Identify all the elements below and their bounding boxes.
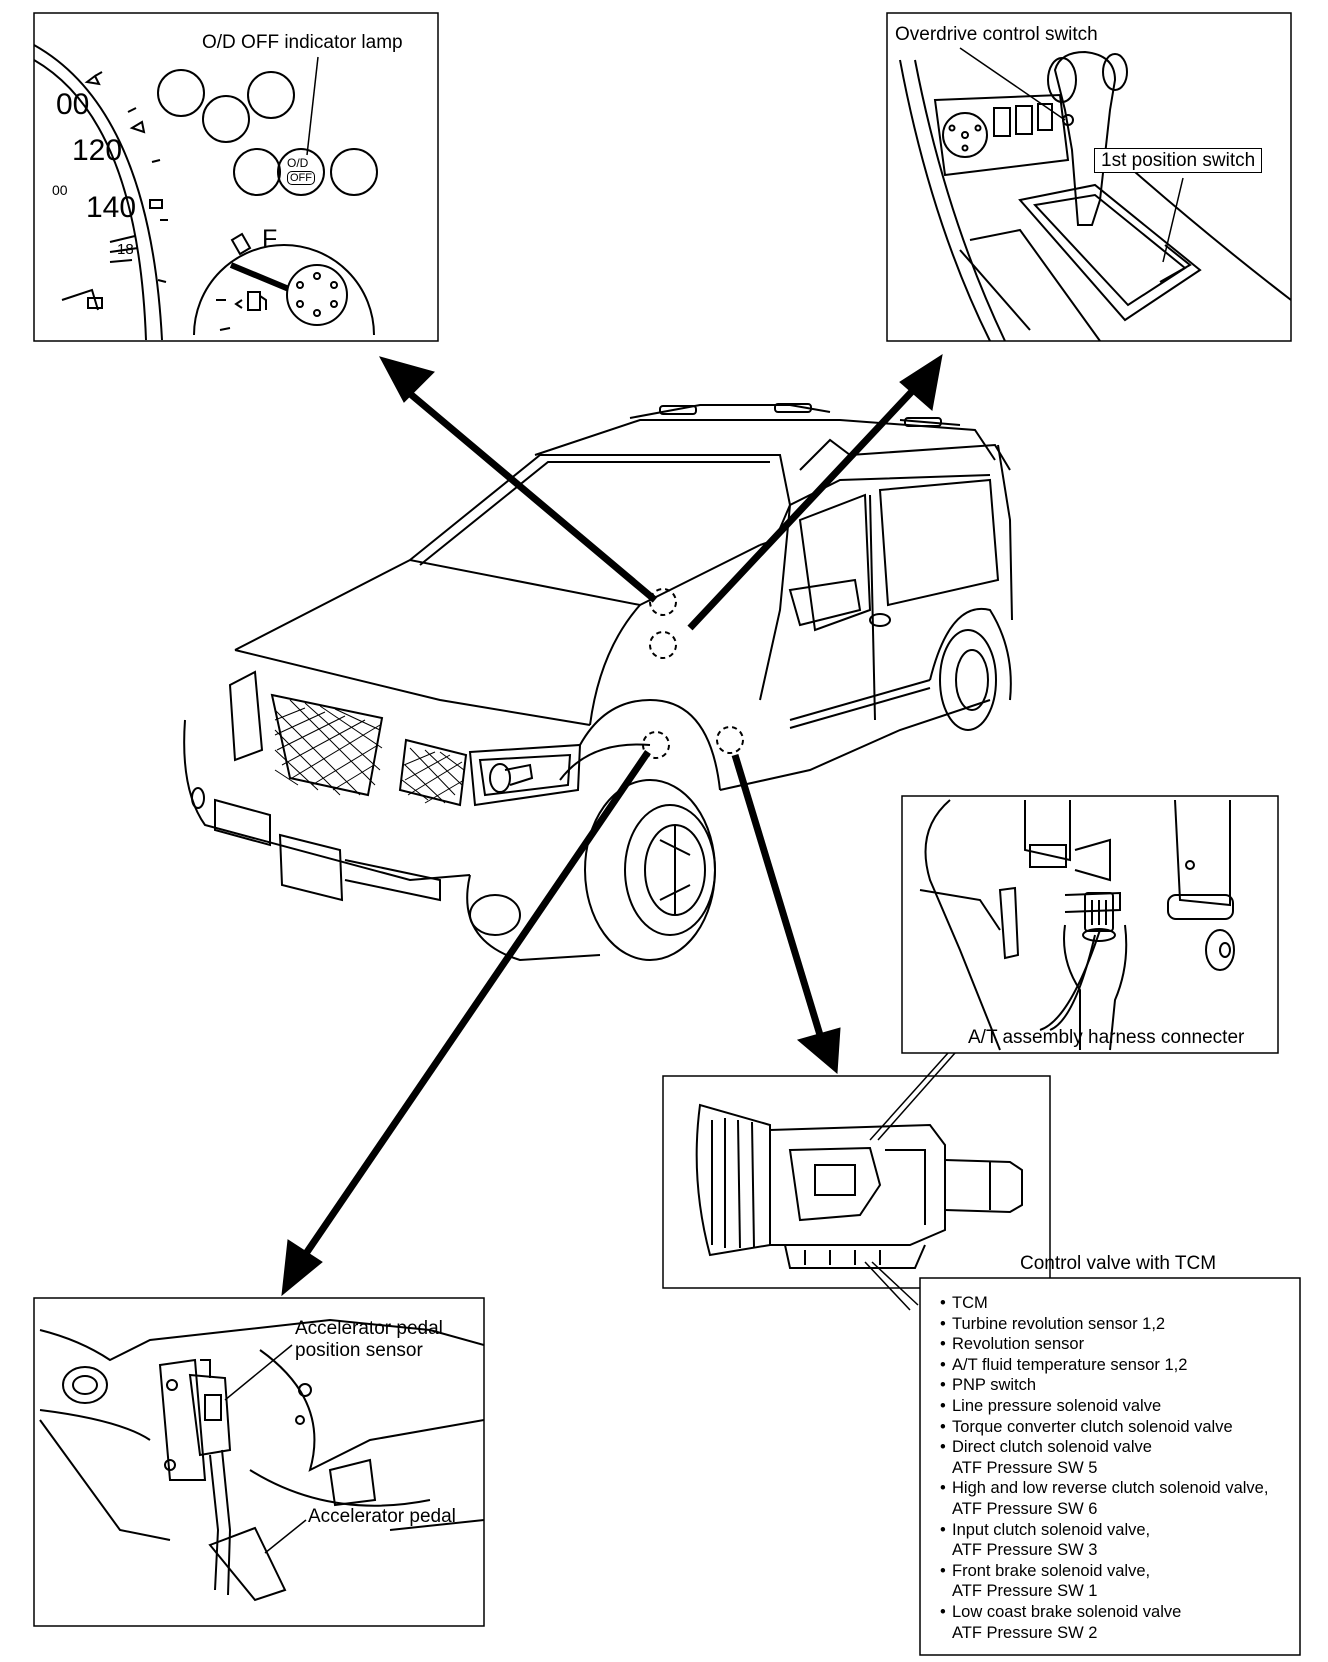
list-item: •Turbine revolution sensor 1,2 bbox=[940, 1314, 1166, 1333]
control-valve-label: Control valve with TCM bbox=[1020, 1253, 1217, 1274]
bullet-3: • bbox=[940, 1355, 946, 1374]
speedo-number-00: 00 bbox=[56, 88, 90, 121]
list-item-continuation: ATF Pressure SW 1 bbox=[952, 1582, 1098, 1601]
bullet-4: • bbox=[940, 1376, 946, 1395]
od-lamp-top-text: O/D bbox=[287, 156, 309, 170]
overdrive-control-switch-label: Overdrive control switch bbox=[895, 24, 1098, 45]
list-item: •Direct clutch solenoid valve bbox=[940, 1438, 1152, 1457]
panel-od-indicator bbox=[33, 12, 439, 342]
list-item: •Line pressure solenoid valve bbox=[940, 1396, 1162, 1415]
bullet-7: • bbox=[940, 1438, 946, 1457]
panel-overdrive-switch bbox=[886, 12, 1292, 342]
bullet-5: • bbox=[940, 1396, 946, 1415]
od-lamp-bottom-text: OFF bbox=[287, 171, 315, 185]
panel-accelerator-pedal bbox=[33, 1297, 485, 1627]
harness-connector-label: A/T assembly harness connecter bbox=[968, 1027, 1245, 1048]
list-item-continuation: ATF Pressure SW 6 bbox=[952, 1499, 1098, 1518]
bullet-2: • bbox=[940, 1335, 946, 1354]
list-item: •A/T fluid temperature sensor 1,2 bbox=[940, 1355, 1188, 1374]
list-item: •Input clutch solenoid valve, bbox=[940, 1520, 1151, 1539]
speedo-number-140: 140 bbox=[86, 191, 137, 224]
list-item-continuation: ATF Pressure SW 2 bbox=[952, 1623, 1098, 1642]
list-item: •Torque converter clutch solenoid valve bbox=[940, 1417, 1233, 1436]
accelerator-sensor-label-line1: Accelerator pedal bbox=[295, 1318, 443, 1339]
list-item-continuation: ATF Pressure SW 3 bbox=[952, 1541, 1098, 1560]
vehicle-illustration bbox=[183, 403, 1013, 962]
speedo-number-18: 18 bbox=[117, 241, 134, 258]
first-position-switch-label: 1st position switch bbox=[1094, 148, 1263, 173]
bullet-1: • bbox=[940, 1314, 946, 1333]
bullet-11: • bbox=[940, 1520, 946, 1539]
callout-circles bbox=[642, 588, 744, 759]
accelerator-pedal-label: Accelerator pedal bbox=[308, 1506, 456, 1527]
speedo-number-120: 120 bbox=[72, 134, 123, 167]
accelerator-sensor-label-line2: position sensor bbox=[295, 1340, 423, 1361]
list-item-continuation: ATF Pressure SW 5 bbox=[952, 1458, 1098, 1477]
speedo-number-small-00: 00 bbox=[52, 182, 68, 198]
list-item: •TCM bbox=[940, 1294, 988, 1312]
component-list: •TCM •Turbine revolution sensor 1,2 •Rev… bbox=[940, 1293, 1268, 1643]
bullet-6: • bbox=[940, 1417, 946, 1436]
panel-harness-connector bbox=[901, 795, 1279, 1054]
bullet-13: • bbox=[940, 1561, 946, 1580]
list-item: •High and low reverse clutch solenoid va… bbox=[940, 1479, 1269, 1498]
list-item: •PNP switch bbox=[940, 1376, 1037, 1395]
pointer-arrows bbox=[281, 353, 943, 1297]
list-item: •Revolution sensor bbox=[940, 1335, 1085, 1354]
od-off-indicator-label: O/D OFF indicator lamp bbox=[202, 32, 403, 53]
list-item: •Front brake solenoid valve, bbox=[940, 1561, 1151, 1580]
panel-control-valve bbox=[662, 1052, 1301, 1656]
bullet-15: • bbox=[940, 1602, 946, 1621]
component-list-box bbox=[919, 1277, 1301, 1656]
fuel-full-marker: F bbox=[262, 225, 278, 253]
bullet-9: • bbox=[940, 1479, 946, 1498]
list-item: •Low coast brake solenoid valve bbox=[940, 1602, 1182, 1621]
bullet-0: • bbox=[940, 1294, 946, 1312]
